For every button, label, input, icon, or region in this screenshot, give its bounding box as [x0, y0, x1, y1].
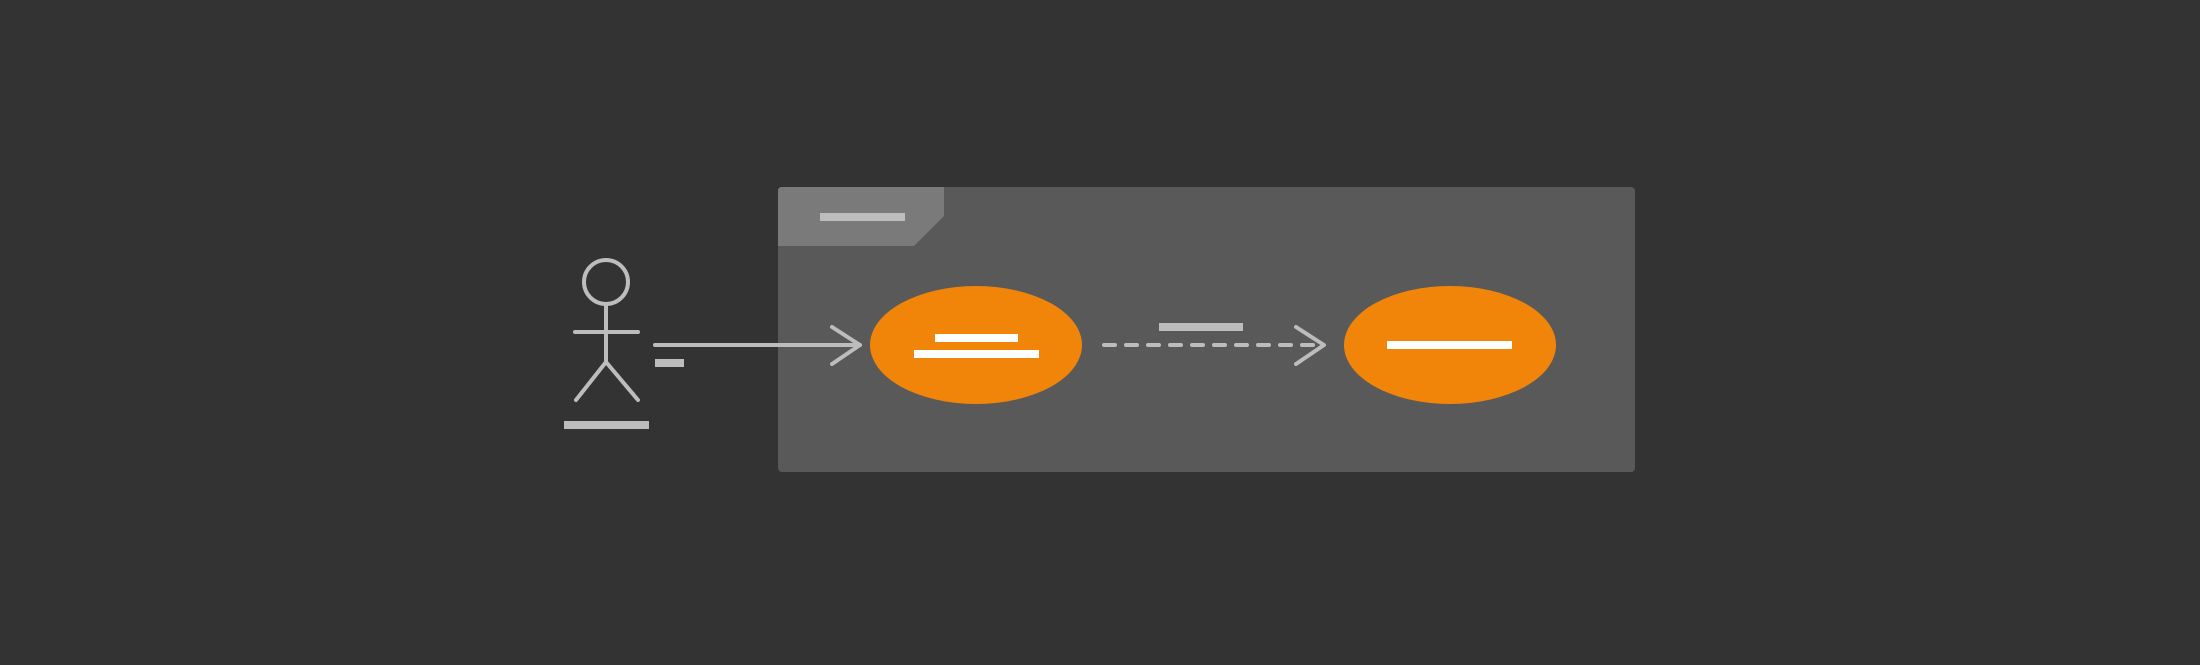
- actor: [573, 258, 640, 402]
- use-case-2-label: [1387, 341, 1512, 349]
- use-case-1: [870, 286, 1082, 404]
- association-arrow: [653, 325, 862, 366]
- actor-left-leg: [574, 360, 608, 402]
- dependency-arrow: [1102, 325, 1326, 366]
- dependency-label: [1159, 323, 1243, 331]
- actor-right-leg: [604, 360, 640, 402]
- dependency-arrowhead: [1294, 325, 1326, 366]
- actor-name-label: [564, 421, 649, 429]
- system-name-label: [820, 213, 905, 221]
- actor-head: [582, 258, 630, 306]
- use-case-1-label-line-1: [935, 334, 1018, 342]
- actor-multiplicity-label: [655, 359, 684, 367]
- association-arrowhead: [830, 325, 862, 366]
- use-case-1-label-line-2: [914, 350, 1039, 358]
